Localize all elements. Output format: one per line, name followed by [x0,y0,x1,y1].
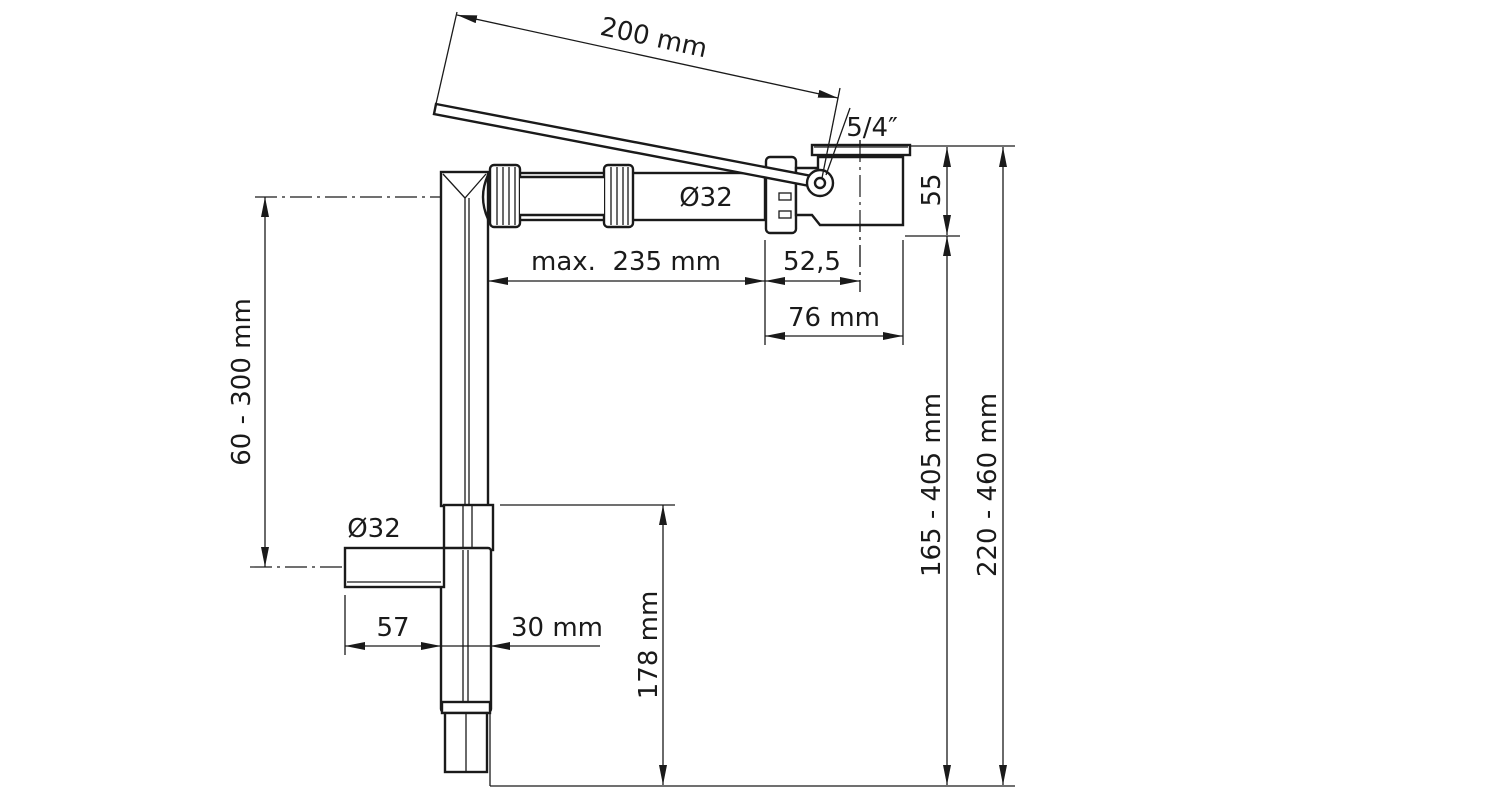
label-offset-center: 52,5 [783,247,841,277]
label-range-inner: 165 - 405 mm [917,393,947,577]
label-body-width: 76 mm [788,303,880,333]
label-outlet-length: 57 [376,613,409,643]
horizontal-pipe [481,163,767,229]
vertical-pipe [439,170,490,508]
dimension-lines [261,14,1007,785]
label-vertical-range: 60 - 300 mm [227,298,257,466]
label-outlet-diameter: Ø32 [347,514,401,544]
label-pipe-width: 30 mm [511,613,603,643]
label-lever-length: 200 mm [597,12,709,64]
label-pipe-diameter: Ø32 [679,183,733,213]
label-range-total: 220 - 460 mm [973,393,1003,577]
dim-200 [456,14,839,99]
dimension-labels: 200 mm 5/4″ Ø32 max. 235 mm 52,5 76 mm 5… [227,12,1003,699]
label-body-height: 55 [917,173,947,206]
vertical-sleeve [439,503,495,786]
label-max-length: max. 235 mm [531,247,721,277]
label-thread: 5/4″ [846,113,898,143]
lever-arm [432,102,835,198]
side-outlet [343,546,446,589]
label-bottom-height: 178 mm [634,591,664,700]
